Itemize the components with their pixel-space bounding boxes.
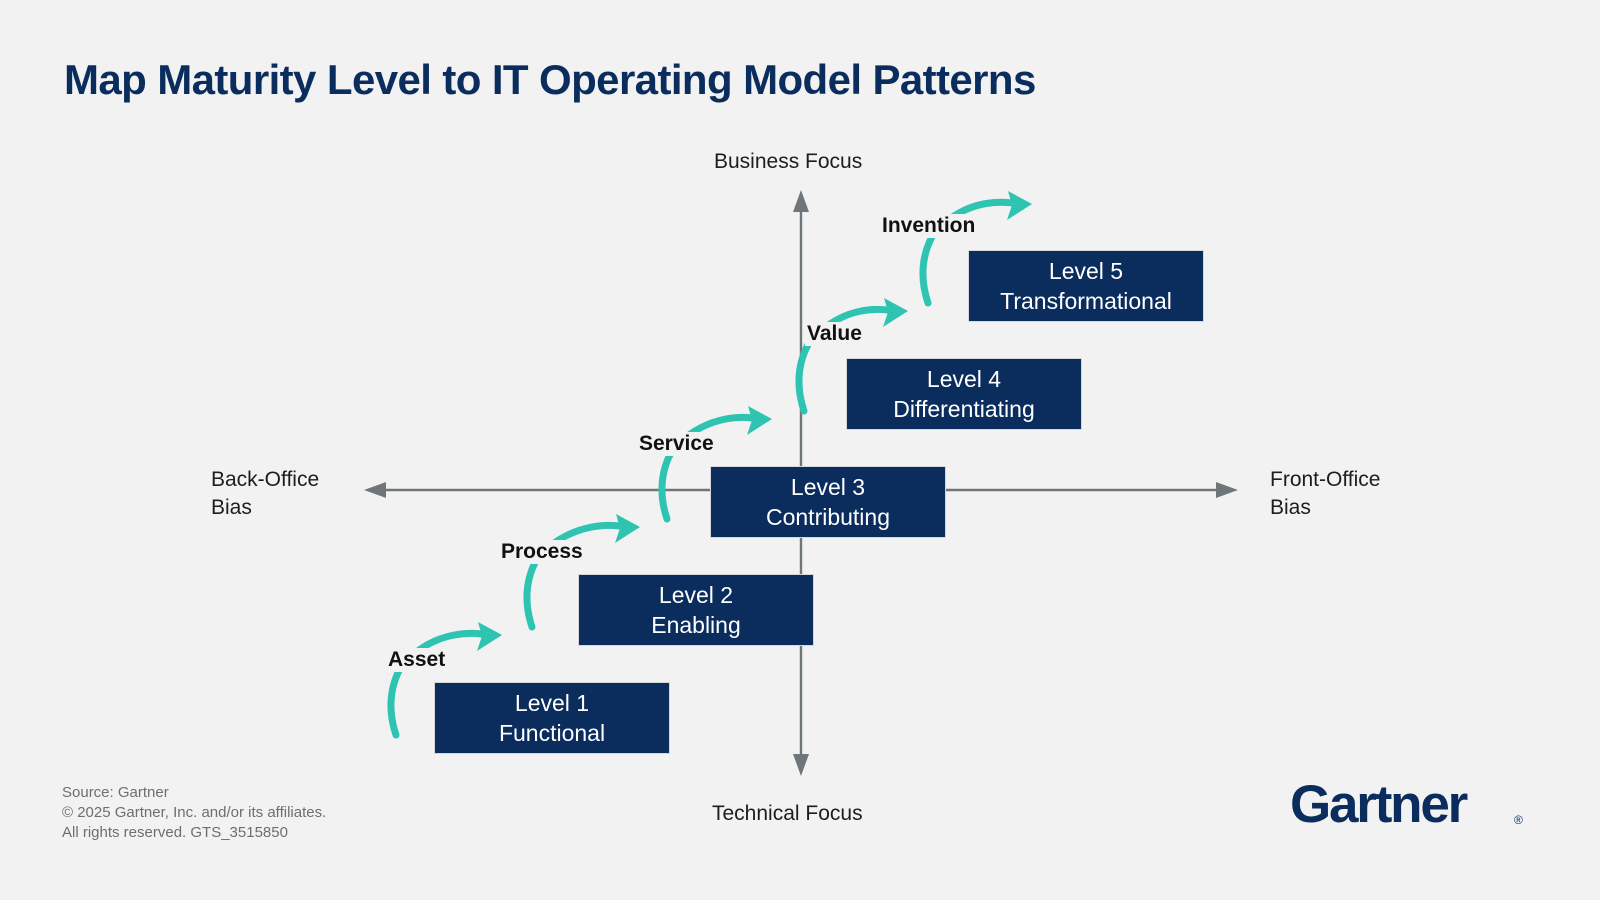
level-box-5: Level 5 Transformational xyxy=(968,250,1204,322)
level-box-3-line1: Level 3 xyxy=(790,474,866,500)
level-box-5-line1: Level 5 xyxy=(1048,258,1124,284)
stage-label-service: Service xyxy=(637,432,716,456)
vertical-axis-arrow-down xyxy=(793,754,809,776)
axis-label-front-office-bias: Front-Office Bias xyxy=(1270,468,1381,519)
level-box-4: Level 4 Differentiating xyxy=(846,358,1082,430)
level-box-2-line1: Level 2 xyxy=(658,582,734,608)
gartner-logo-wordmark: Gartner xyxy=(1290,778,1468,834)
value-arc xyxy=(795,334,816,415)
stage-label-process: Process xyxy=(499,540,585,564)
footer-attribution: Source: Gartner © 2025 Gartner, Inc. and… xyxy=(62,784,327,841)
process-arrowhead xyxy=(615,514,640,543)
gartner-logo: Gartner ® xyxy=(1290,778,1528,834)
stage-label-asset: Asset xyxy=(386,648,448,672)
level-box-1-line2: Functional xyxy=(498,720,606,746)
stage-label-value: Value xyxy=(805,322,864,346)
page-title: Map Maturity Level to IT Operating Model… xyxy=(64,56,1036,103)
gartner-logo-registered-mark: ® xyxy=(1514,813,1523,827)
axis-label-business-focus: Business Focus xyxy=(714,150,863,173)
horizontal-axis-arrow-left xyxy=(364,482,386,498)
process-arc xyxy=(523,550,544,631)
level-box-1: Level 1 Functional xyxy=(434,682,670,754)
level-box-2-line2: Enabling xyxy=(651,612,741,638)
axis-label-back-office-bias: Back-Office Bias xyxy=(211,468,320,519)
level-box-4-line1: Level 4 xyxy=(926,366,1002,392)
service-arrowhead xyxy=(747,406,772,435)
level-box-1-line1: Level 1 xyxy=(514,690,590,716)
stage-label-invention: Invention xyxy=(880,214,978,238)
vertical-axis-arrow-up xyxy=(793,190,809,212)
level-box-3: Level 3 Contributing xyxy=(710,466,946,538)
value-arrowhead xyxy=(883,298,908,327)
axis-label-technical-focus: Technical Focus xyxy=(712,802,863,825)
horizontal-axis-arrow-right xyxy=(1216,482,1238,498)
service-arc xyxy=(658,442,679,523)
asset-arrowhead xyxy=(477,622,502,651)
level-box-2: Level 2 Enabling xyxy=(578,574,814,646)
level-box-5-line2: Transformational xyxy=(1000,288,1172,314)
invention-arc xyxy=(919,226,940,307)
level-box-4-line2: Differentiating xyxy=(893,396,1035,422)
level-box-3-line2: Contributing xyxy=(765,504,891,530)
asset-arc xyxy=(387,658,408,739)
invention-arrowhead xyxy=(1007,191,1032,220)
